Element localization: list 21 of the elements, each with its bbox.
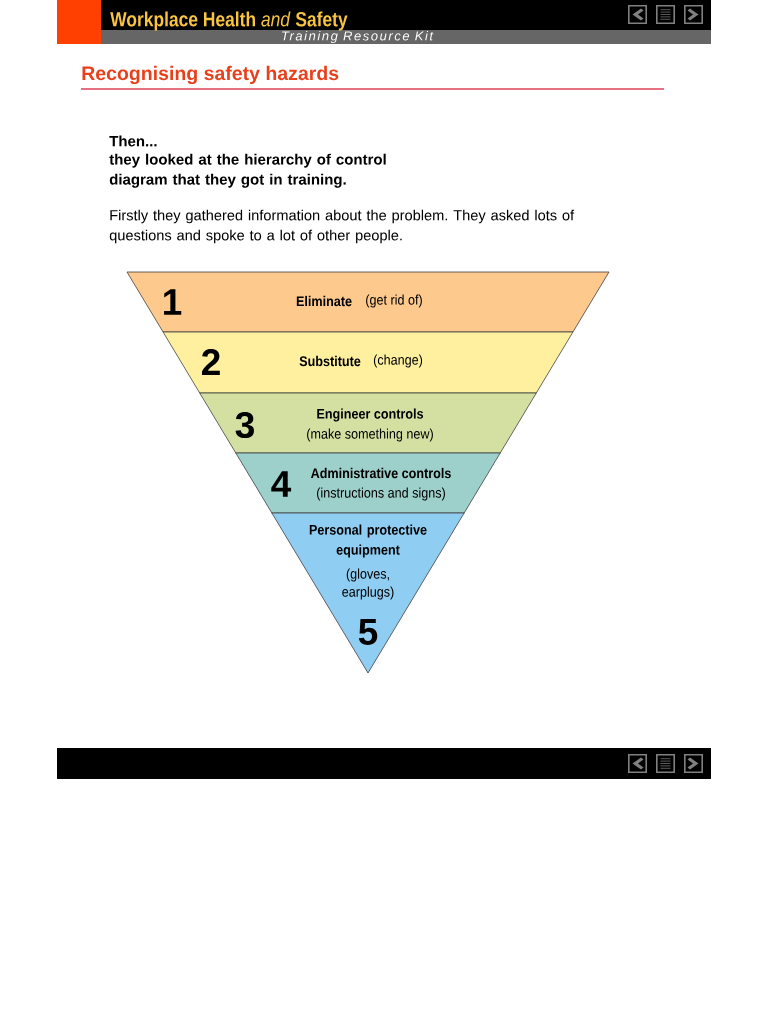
example-text: (instructions and signs): [317, 487, 445, 501]
header-subtitle: Training Resource Kit: [282, 30, 434, 44]
intro-text: Then...: [109, 135, 157, 147]
paragraph: Firstly they gathered information about the problem. They asked lots of questions and spoke to a lot of other people.: [109, 209, 575, 244]
control-label: Engineer controls: [317, 408, 424, 422]
level-number: 5: [358, 619, 378, 645]
control-label: Substitute: [299, 355, 361, 367]
example-text: (make something new): [307, 428, 433, 442]
control-label: Administrative controls: [310, 467, 451, 479]
level-number: 3: [235, 411, 254, 439]
level-number: 4: [271, 471, 292, 497]
control-label: Eliminate: [296, 295, 352, 307]
intro-text: they looked at the hierarchy of control diagram that they got in training.: [109, 153, 386, 188]
example-text: (change): [373, 354, 423, 368]
level-number: 1: [164, 289, 182, 315]
example-text: (get rid of): [366, 294, 422, 308]
page-title: Recognising safety hazards: [82, 65, 339, 85]
header-title: Workplace Health and Safety: [110, 11, 348, 31]
example-text: (gloves, earplugs): [342, 568, 394, 600]
level-number: 2: [202, 349, 220, 375]
control-label: Personal protective equipment: [309, 524, 427, 558]
